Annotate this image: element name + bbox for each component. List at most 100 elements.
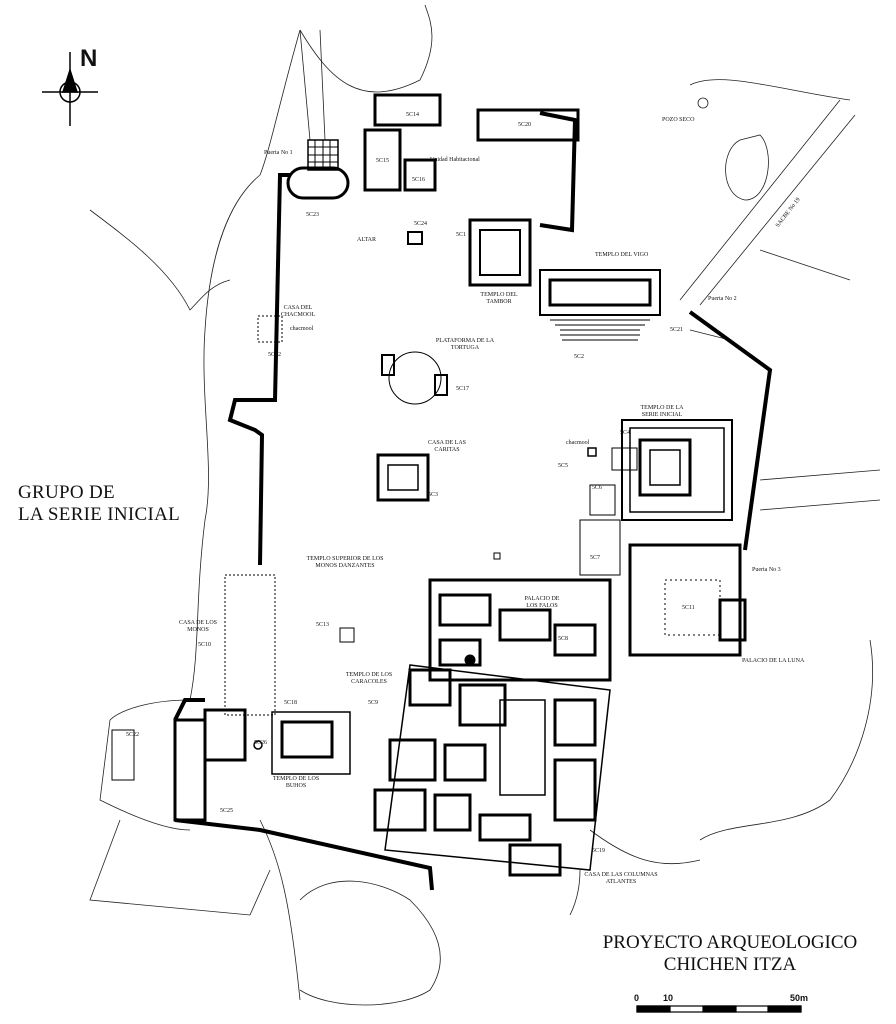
structure-5c16: [403, 158, 437, 192]
sacbe-road: [679, 99, 856, 306]
structure-5c24-altar: [407, 231, 423, 245]
code-5c4: 5C4: [620, 430, 631, 436]
terrain-line: [259, 29, 301, 176]
structure-5c9-room: [388, 738, 437, 782]
structure-5c22: [111, 729, 135, 781]
structure-5c3-caritas: [376, 453, 430, 502]
structure-5c9-room: [443, 743, 487, 782]
terrain-line: [569, 869, 581, 916]
terrain-line: [89, 819, 271, 916]
column-marker: [253, 740, 263, 750]
code-5c13: 5C13: [316, 622, 330, 628]
scale-mid: 10: [663, 993, 674, 1003]
code-5c1: 5C1: [456, 232, 467, 238]
label-puerta1: Puerta No 1: [264, 150, 293, 156]
code-5c5: 5C5: [558, 463, 569, 469]
terrain-line: [589, 829, 701, 865]
gate-1-grid: [308, 140, 338, 170]
well-marker: [697, 97, 709, 109]
structure-5c9-room: [553, 758, 597, 822]
structure-5c19-atlantes: [478, 813, 532, 842]
north-arrow: [42, 52, 98, 126]
structure-5c11-east: [718, 598, 747, 642]
project-title-line2: CHICHEN ITZA: [663, 954, 797, 975]
perimeter-wall: [174, 818, 434, 891]
terrain-line: [759, 499, 881, 511]
group-title-line1: GRUPO DE: [18, 482, 115, 503]
code-5c23: 5C23: [306, 212, 320, 218]
code-5c10: 5C10: [198, 642, 212, 648]
structure-5c9-room: [553, 698, 597, 747]
label-puerta2: Puerta No 2: [708, 296, 737, 302]
structure-5c6: [589, 484, 616, 516]
code-5c17: 5C17: [456, 386, 470, 392]
label-palacio-luna: PALACIO DE LA LUNA: [742, 658, 805, 664]
structure-5c4-temple: [638, 438, 692, 497]
structure-5c8-room: [553, 623, 597, 657]
code-5c24: 5C24: [414, 221, 428, 227]
label-templo-serie: TEMPLO DE LA SERIE INICIAL: [640, 405, 684, 418]
code-5c18: 5C18: [284, 700, 298, 706]
label-templo-sup: TEMPLO SUPERIOR DE LOS MONOS DANZANTES: [306, 556, 384, 569]
perimeter-wall: [539, 111, 578, 233]
project-title: PROYECTO ARQUEOLOGICO CHICHEN ITZA: [560, 932, 896, 976]
code-5c20: 5C20: [518, 122, 532, 128]
code-5c3: 5C3: [428, 492, 439, 498]
structure-5c15: [363, 128, 402, 192]
structure-5c2-vigo: [539, 269, 661, 316]
label-plataforma: PLATAFORMA DE LA TORTUGA: [435, 338, 495, 351]
structure-5c20: [476, 108, 580, 142]
structure-5c1-inner: [479, 229, 521, 276]
structure-5c18-buhos: [271, 711, 351, 775]
perimeter-wall: [173, 698, 205, 721]
structure-5c17-platform: [388, 351, 442, 405]
structure-5c8-falos: [428, 578, 612, 682]
terrain-line: [699, 639, 873, 841]
scale-bar: [636, 1005, 802, 1013]
terrain-line: [299, 4, 433, 93]
code-5c22: 5C22: [126, 732, 140, 738]
structure-5c8-room: [438, 638, 482, 667]
north-letter: N: [80, 45, 98, 72]
code-5c6: 5C6: [592, 485, 603, 491]
structure-5c12-chacmool: [257, 315, 283, 343]
label-templo-vigo: TEMPLO DEL VIGO: [595, 252, 649, 258]
structure-5c9-room: [408, 668, 452, 707]
label-altar: ALTAR: [357, 237, 376, 243]
code-5c2: 5C2: [574, 354, 585, 360]
perimeter-wall: [688, 310, 773, 551]
label-pozo: POZO SECO: [662, 117, 695, 123]
corridor-line: [319, 29, 326, 141]
group-title-line2: LA SERIE INICIAL: [18, 504, 181, 525]
small-altar: [339, 627, 355, 643]
code-5c7: 5C7: [590, 555, 601, 561]
terrain-line: [725, 134, 769, 201]
terrain-line: [189, 174, 261, 701]
structure-5c2-inner: [548, 278, 652, 307]
scale-start: 0: [634, 993, 640, 1003]
code-5c15: 5C15: [376, 158, 390, 164]
code-5c19: 5C19: [592, 848, 606, 854]
label-casa-caritas: CASA DE LAS CARITAS: [427, 440, 466, 453]
code-5c21: 5C21: [670, 327, 684, 333]
structure-5c9-room: [373, 788, 427, 832]
platform-stair-w: [381, 354, 395, 376]
structure-5c8-room: [438, 593, 492, 627]
terrain-line: [759, 469, 881, 481]
label-templo-tambor: TEMPLO DEL TAMBOR: [480, 292, 518, 305]
perimeter-wall: [227, 173, 290, 566]
structure-5c9-room: [433, 793, 472, 832]
structure-5c14: [373, 93, 442, 127]
structure-5c25: [203, 708, 247, 762]
terrain-line: [689, 79, 851, 101]
structure-5c3-inner: [387, 464, 419, 491]
structure-5c1-tambor: [468, 218, 532, 287]
label-chacmool-1: chacmool: [290, 326, 314, 332]
label-chacmool-2: chacmool: [566, 440, 590, 446]
structure-5c9-caracoles: [384, 664, 611, 871]
terrain-line: [759, 249, 851, 281]
platform-stair-e: [434, 374, 448, 396]
terrain-line: [259, 819, 301, 1001]
code-5c14: 5C14: [406, 112, 420, 118]
